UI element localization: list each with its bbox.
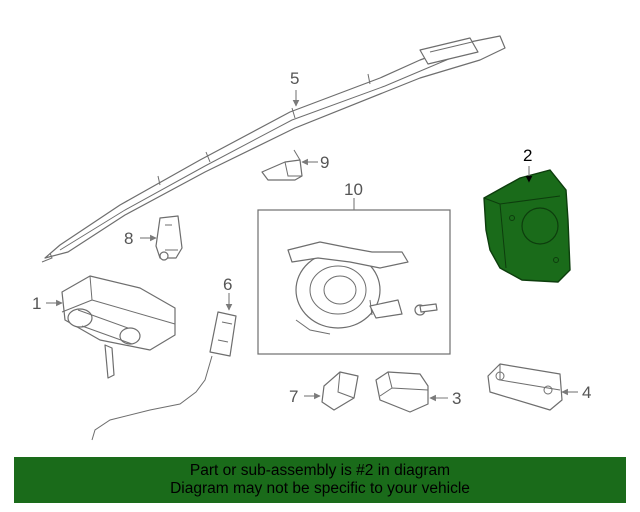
banner-line-2: Diagram may not be specific to your vehi…: [170, 480, 470, 497]
trim-part-7[interactable]: [321, 371, 359, 411]
callout-2: 2: [523, 146, 532, 165]
callout-7: 7: [289, 387, 298, 406]
knee-airbag-part-1[interactable]: [61, 275, 176, 379]
callout-6: 6: [223, 275, 232, 294]
plate-part-4[interactable]: [487, 363, 563, 411]
callout-1: 1: [32, 294, 41, 313]
callout-9: 9: [320, 153, 329, 172]
info-banner: Part or sub-assembly is #2 in diagram Di…: [14, 457, 626, 503]
callout-3: 3: [452, 389, 461, 408]
banner-line-1: Part or sub-assembly is #2 in diagram: [189, 462, 451, 479]
callout-5: 5: [290, 69, 299, 88]
parts-diagram: 5 9 10 8 1 6 7 3 4 2: [32, 35, 591, 441]
clip-part-8[interactable]: [155, 215, 183, 261]
bracket-part-3[interactable]: [375, 371, 429, 413]
sensor-part-6[interactable]: [91, 311, 237, 441]
callout-8: 8: [124, 229, 133, 248]
bracket-part-9[interactable]: [261, 149, 303, 181]
driver-airbag-part-2-highlighted[interactable]: [483, 169, 571, 283]
callout-10: 10: [344, 180, 363, 199]
callout-4: 4: [582, 383, 591, 402]
curtain-airbag-part-5[interactable]: [41, 35, 506, 263]
clockspring-part-10[interactable]: [257, 209, 451, 355]
